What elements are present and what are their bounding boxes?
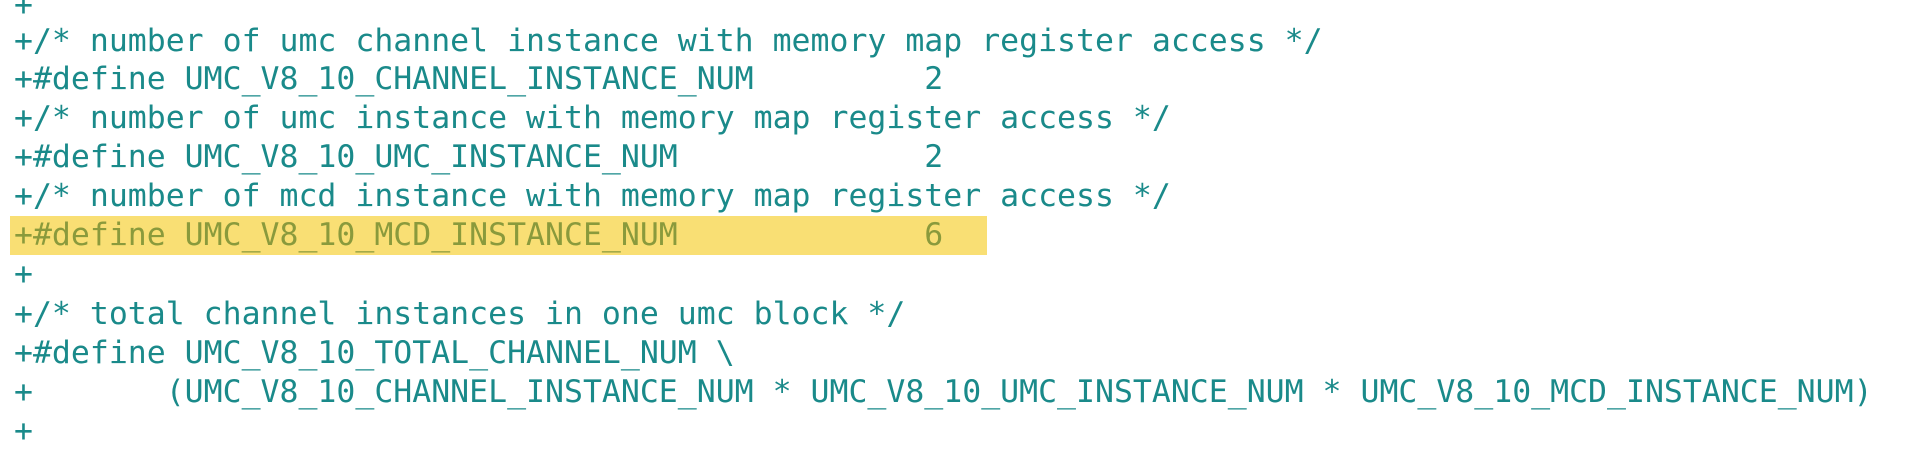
highlight-bar [10, 216, 987, 255]
code-line: +/* number of umc instance with memory m… [14, 100, 1171, 136]
code-line-highlighted: +#define UMC_V8_10_MCD_INSTANCE_NUM 6 [14, 217, 944, 253]
code-line: + [14, 413, 33, 449]
code-line: + [14, 256, 33, 292]
code-line: +/* number of mcd instance with memory m… [14, 178, 1171, 214]
code-line: + [14, 0, 33, 23]
code-diff-view: + +/* number of umc channel instance wit… [14, 0, 1914, 453]
code-line: + (UMC_V8_10_CHANNEL_INSTANCE_NUM * UMC_… [14, 374, 1873, 410]
code-line: +#define UMC_V8_10_UMC_INSTANCE_NUM 2 [14, 139, 944, 175]
code-line: +#define UMC_V8_10_CHANNEL_INSTANCE_NUM … [14, 61, 944, 97]
code-line: +/* number of umc channel instance with … [14, 23, 1323, 59]
code-line: +/* total channel instances in one umc b… [14, 296, 906, 332]
code-line: +#define UMC_V8_10_TOTAL_CHANNEL_NUM \ [14, 335, 735, 371]
